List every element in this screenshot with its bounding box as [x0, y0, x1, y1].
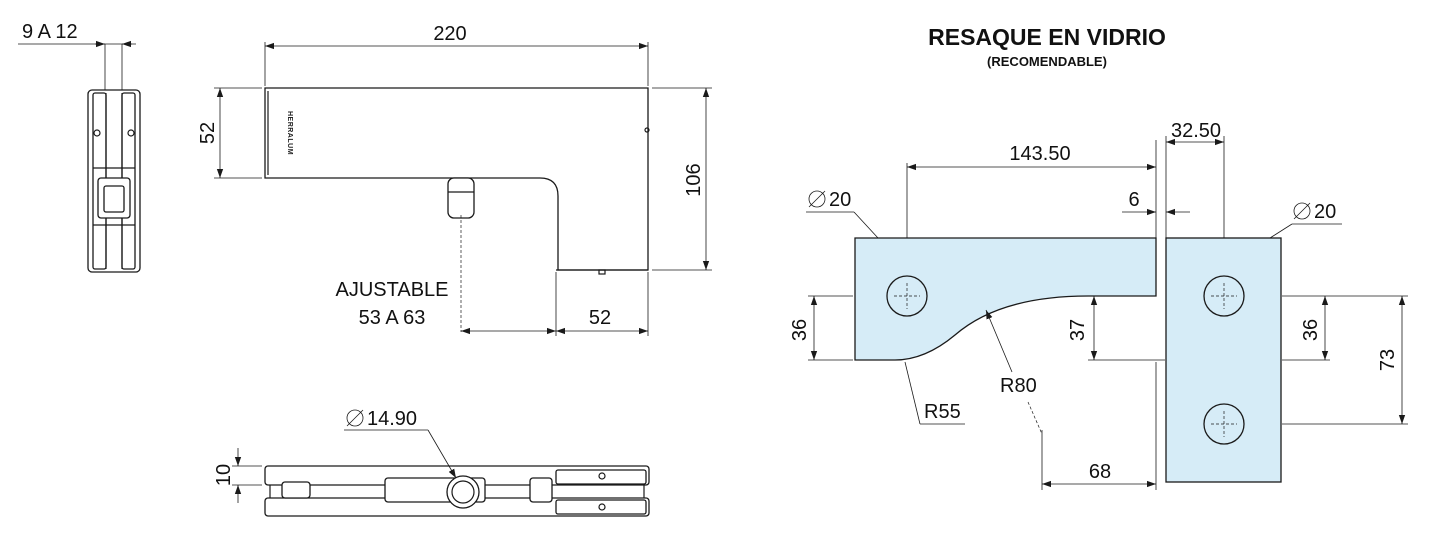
radius-large-label: R80 — [1000, 375, 1037, 397]
notch-length-label: 143.50 — [1009, 143, 1070, 165]
side-view: 9 A 12 — [18, 21, 141, 273]
right-height-label: 36 — [1300, 319, 1322, 341]
notch-offset-label: 32.50 — [1171, 120, 1221, 142]
glass-notch-detail: 143.50 32.50 6 20 20 36 37 — [789, 120, 1408, 490]
front-view: HERRALUM 220 52 106 AJUSTABLE 53 A 63 52 — [197, 23, 712, 336]
hole-right-diameter-label: 20 — [1314, 201, 1336, 223]
notch-gap-label: 6 — [1128, 189, 1139, 211]
bottom-view: 10 14.90 — [213, 408, 650, 517]
bottom-offset-label: 68 — [1089, 461, 1111, 483]
right-total-label: 73 — [1377, 349, 1399, 371]
left-height-label: 36 — [789, 319, 811, 341]
adjustable-label: AJUSTABLE — [336, 279, 449, 301]
section-title: RESAQUE EN VIDRIO — [928, 24, 1166, 50]
front-arm-height-label: 52 — [197, 122, 219, 144]
hole-left-diameter-label: 20 — [829, 189, 851, 211]
brand-mark: HERRALUM — [286, 111, 293, 155]
notch-height-label: 37 — [1067, 319, 1089, 341]
bottom-height-label: 10 — [213, 464, 235, 486]
front-total-height-label: 106 — [683, 163, 705, 196]
adjustable-range-label: 53 A 63 — [359, 307, 426, 329]
front-width-label: 220 — [433, 23, 466, 45]
side-thickness-label: 9 A 12 — [22, 21, 78, 43]
section-subtitle: (RECOMENDABLE) — [987, 54, 1107, 69]
glass-panel-left — [854, 237, 1157, 361]
glass-panel-right — [1165, 237, 1282, 483]
front-leg-width-label: 52 — [589, 307, 611, 329]
pivot-diameter-label: 14.90 — [367, 408, 417, 430]
radius-small-label: R55 — [924, 401, 961, 423]
